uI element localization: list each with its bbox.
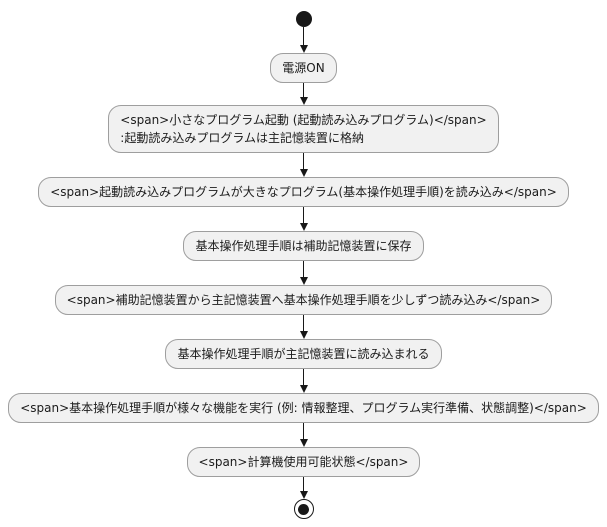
activity-computer-ready: <span>計算機使用可能状態</span>: [186, 447, 421, 477]
arrow-shaft: [302, 83, 305, 97]
flow-arrow: [299, 83, 308, 105]
arrow-head-icon: [299, 277, 308, 285]
arrow-shaft: [302, 153, 305, 169]
activity-small-program-start: <span>小さなプログラム起動 (起動読み込みプログラム)</span> :起…: [108, 105, 499, 153]
end-node: [293, 499, 314, 519]
activity-load-gradually: <span>補助記憶装置から主記憶装置へ基本操作処理手順を少しずつ読み込み</s…: [54, 285, 553, 315]
flow-arrow: [299, 207, 308, 231]
arrow-shaft: [302, 423, 305, 439]
arrow-shaft: [302, 315, 305, 331]
end-node-dot: [298, 503, 309, 515]
arrow-head-icon: [299, 223, 308, 231]
arrow-shaft: [302, 369, 305, 385]
arrow-head-icon: [299, 97, 308, 105]
arrow-shaft: [302, 261, 305, 277]
activity-label: 基本操作処理手順は補助記憶装置に保存: [195, 239, 412, 253]
arrow-shaft: [302, 27, 305, 45]
activity-os-saved-in-storage: 基本操作処理手順は補助記憶装置に保存: [183, 231, 424, 261]
activity-label: :起動読み込みプログラムは主記憶装置に格納: [120, 131, 364, 145]
activity-loader-reads-os: <span>起動読み込みプログラムが大きなプログラム(基本操作処理手順)を読み込…: [38, 177, 569, 207]
arrow-head-icon: [299, 385, 308, 393]
flow-arrow: [299, 477, 308, 499]
arrow-head-icon: [299, 45, 308, 53]
activity-os-executes-functions: <span>基本操作処理手順が様々な機能を実行 (例: 情報整理、プログラム実行…: [8, 393, 599, 423]
flow-arrow: [299, 27, 308, 53]
arrow-shaft: [302, 477, 305, 491]
flow-arrow: [299, 261, 308, 285]
flow-arrow: [299, 369, 308, 393]
arrow-head-icon: [299, 491, 308, 499]
arrow-head-icon: [299, 331, 308, 339]
start-node: [295, 11, 312, 27]
activity-label: 電源ON: [282, 61, 325, 75]
flow-arrow: [299, 423, 308, 447]
arrow-head-icon: [299, 439, 308, 447]
activity-power-on: 電源ON: [270, 53, 337, 83]
activity-os-loaded-in-memory: 基本操作処理手順が主記憶装置に読み込まれる: [165, 339, 442, 369]
activity-label: <span>起動読み込みプログラムが大きなプログラム(基本操作処理手順)を読み込…: [50, 185, 557, 199]
activity-label: <span>基本操作処理手順が様々な機能を実行 (例: 情報整理、プログラム実行…: [20, 401, 587, 415]
activity-label: <span>計算機使用可能状態</span>: [198, 455, 409, 469]
arrow-head-icon: [299, 169, 308, 177]
activity-label: 基本操作処理手順が主記憶装置に読み込まれる: [177, 347, 430, 361]
activity-label: <span>補助記憶装置から主記憶装置へ基本操作処理手順を少しずつ読み込み</s…: [66, 293, 541, 307]
arrow-shaft: [302, 207, 305, 223]
flow-arrow: [299, 153, 308, 177]
flow-arrow: [299, 315, 308, 339]
activity-label: <span>小さなプログラム起動 (起動読み込みプログラム)</span>: [120, 113, 487, 127]
